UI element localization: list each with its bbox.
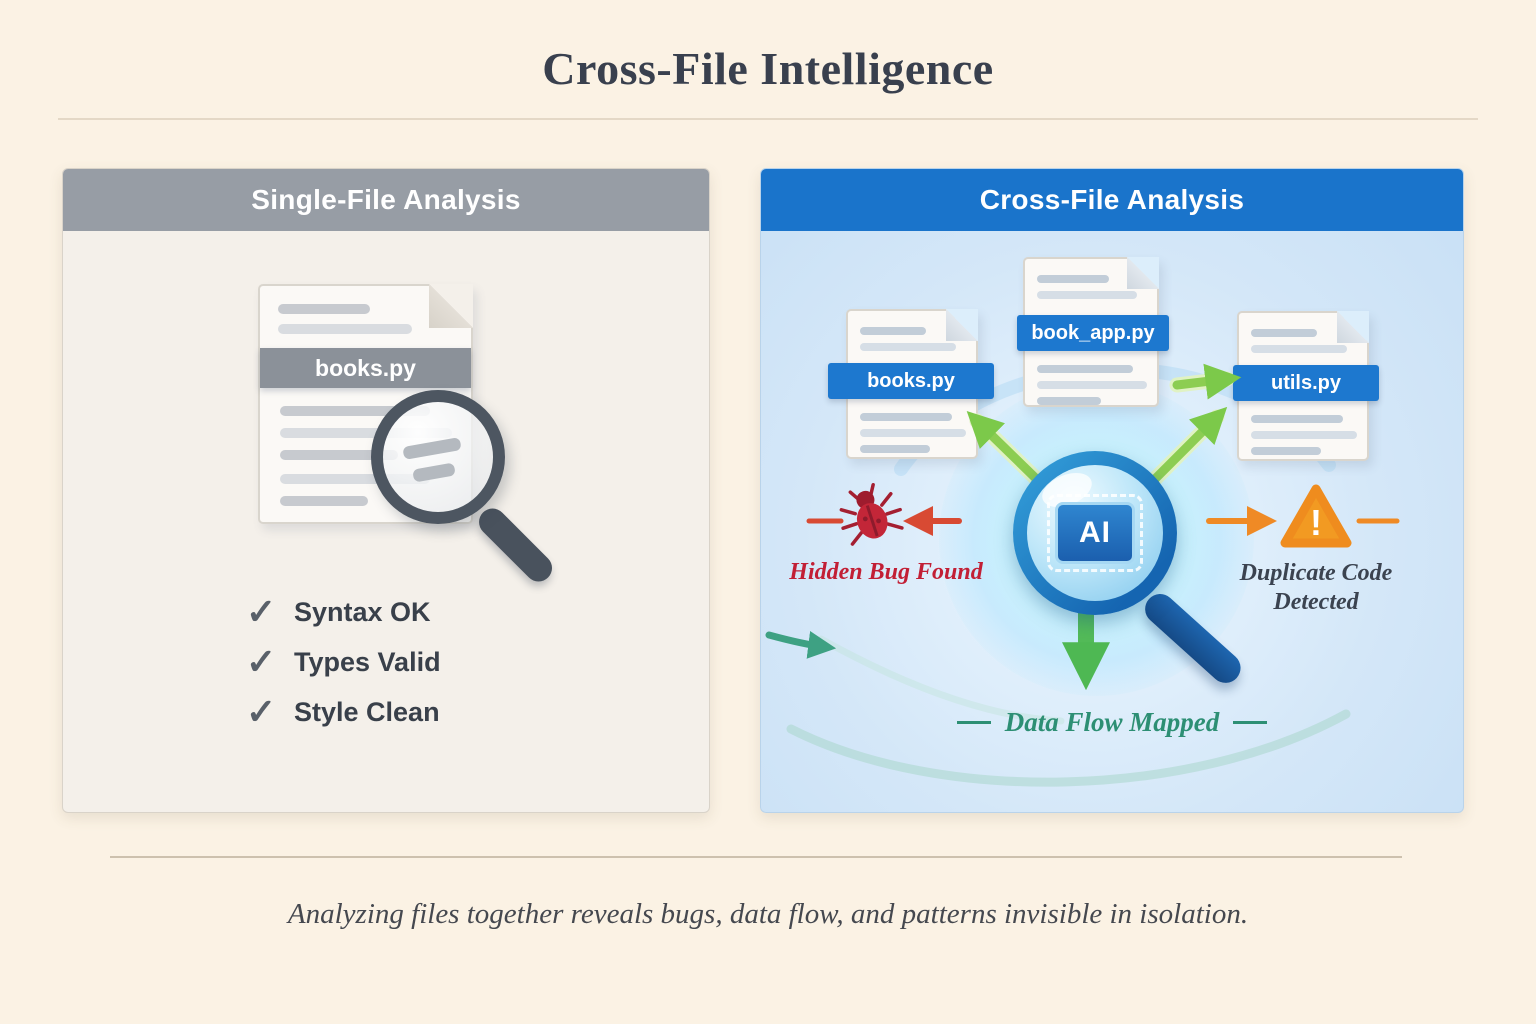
warning-exclamation: ! <box>1310 502 1322 543</box>
hidden-bug-label: Hidden Bug Found <box>789 559 983 585</box>
doc-line <box>1251 345 1347 353</box>
doc-line <box>1037 291 1137 299</box>
file-icon-book-app: book_app.py <box>1017 257 1169 407</box>
file-icon-books-right: books.py <box>828 309 994 459</box>
doc-line <box>1037 397 1101 405</box>
doc-line <box>280 474 430 484</box>
ai-magnifier-lens: AI <box>1027 465 1163 601</box>
doc-line <box>1251 447 1321 455</box>
doc-line <box>1037 275 1109 283</box>
bottom-divider <box>110 856 1402 858</box>
file-label-utils: utils.py <box>1233 365 1379 401</box>
page-title: Cross-File Intelligence <box>542 43 994 94</box>
checkmark-icon: ✓ <box>246 641 277 682</box>
doc-line <box>860 327 926 335</box>
single-file-panel-body: books.py ✓ Syntax OK ✓ Types Vali <box>63 231 709 812</box>
file-label-books-right: books.py <box>828 363 994 399</box>
warning-layer: ! <box>1280 484 1352 548</box>
doc-line <box>860 429 966 437</box>
arrow-teal-left <box>765 631 837 659</box>
arrow-bookapp-to-utils <box>1169 363 1242 400</box>
doc-line <box>278 324 412 334</box>
page-fold-icon <box>1127 257 1159 289</box>
single-file-panel: Single-File Analysis books.py ✓ <box>62 168 710 813</box>
analysis-checklist: ✓ Syntax OK ✓ Types Valid ✓ Style Clean <box>246 587 441 737</box>
doc-line <box>278 304 370 314</box>
doc-line <box>280 428 452 438</box>
doc-line <box>860 445 930 453</box>
ai-chip-icon: AI <box>1047 494 1143 572</box>
file-icon-utils: utils.py <box>1233 311 1379 461</box>
checklist-label: Types Valid <box>294 646 441 677</box>
doc-line <box>860 413 952 421</box>
page-fold-icon <box>946 309 978 341</box>
file-label-books: books.py <box>260 348 471 388</box>
doc-line <box>280 496 368 506</box>
bug-icon <box>839 483 904 546</box>
checklist-label: Syntax OK <box>294 596 431 627</box>
doc-line <box>1037 365 1133 373</box>
duplicate-code-label: Duplicate Code Detected <box>1239 560 1393 615</box>
top-divider <box>58 118 1478 120</box>
doc-line <box>1037 381 1147 389</box>
cross-file-panel-header: Cross-File Analysis <box>761 169 1463 231</box>
doc-line <box>860 343 956 351</box>
magnifier-icon <box>371 390 505 524</box>
single-file-panel-header: Single-File Analysis <box>63 169 709 231</box>
checkmark-icon: ✓ <box>246 591 277 632</box>
warning-icon: ! <box>1280 484 1352 548</box>
page-fold-icon <box>1337 311 1369 343</box>
doc-line <box>280 450 398 460</box>
checklist-item: ✓ Syntax OK <box>246 587 441 637</box>
lens-glare <box>412 462 456 483</box>
checklist-label: Style Clean <box>294 696 440 727</box>
doc-line <box>1251 415 1343 423</box>
page-fold-icon <box>429 284 473 328</box>
checkmark-icon: ✓ <box>246 691 277 732</box>
doc-line <box>1251 431 1357 439</box>
bug-layer <box>839 483 904 546</box>
magnifier-handle <box>473 502 558 588</box>
ai-magnifier-icon: AI <box>1013 451 1177 615</box>
lens-glare <box>402 437 462 460</box>
caption-text: Analyzing files together reveals bugs, d… <box>287 898 1249 930</box>
data-flow-label: Data Flow Mapped <box>761 707 1463 738</box>
file-label-book-app: book_app.py <box>1017 315 1169 351</box>
doc-line <box>280 406 430 416</box>
cross-file-panel: Cross-File Analysis books.py book_app.py <box>760 168 1464 813</box>
doc-line <box>1251 329 1317 337</box>
checklist-item: ✓ Style Clean <box>246 687 441 737</box>
checklist-item: ✓ Types Valid <box>246 637 441 687</box>
